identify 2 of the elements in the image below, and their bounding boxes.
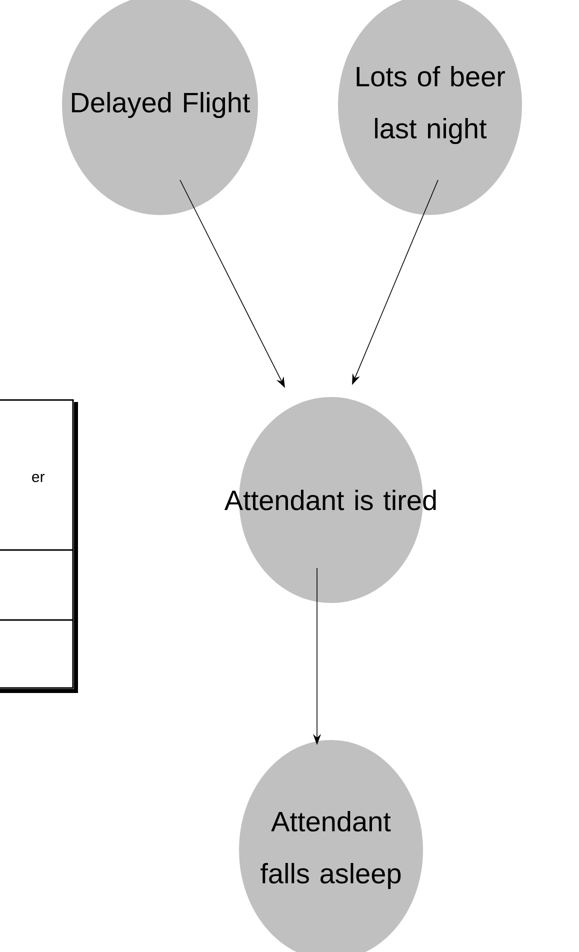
ellipse-node: Attendant is tired: [224, 397, 436, 603]
table-cell-text: er: [32, 474, 45, 482]
